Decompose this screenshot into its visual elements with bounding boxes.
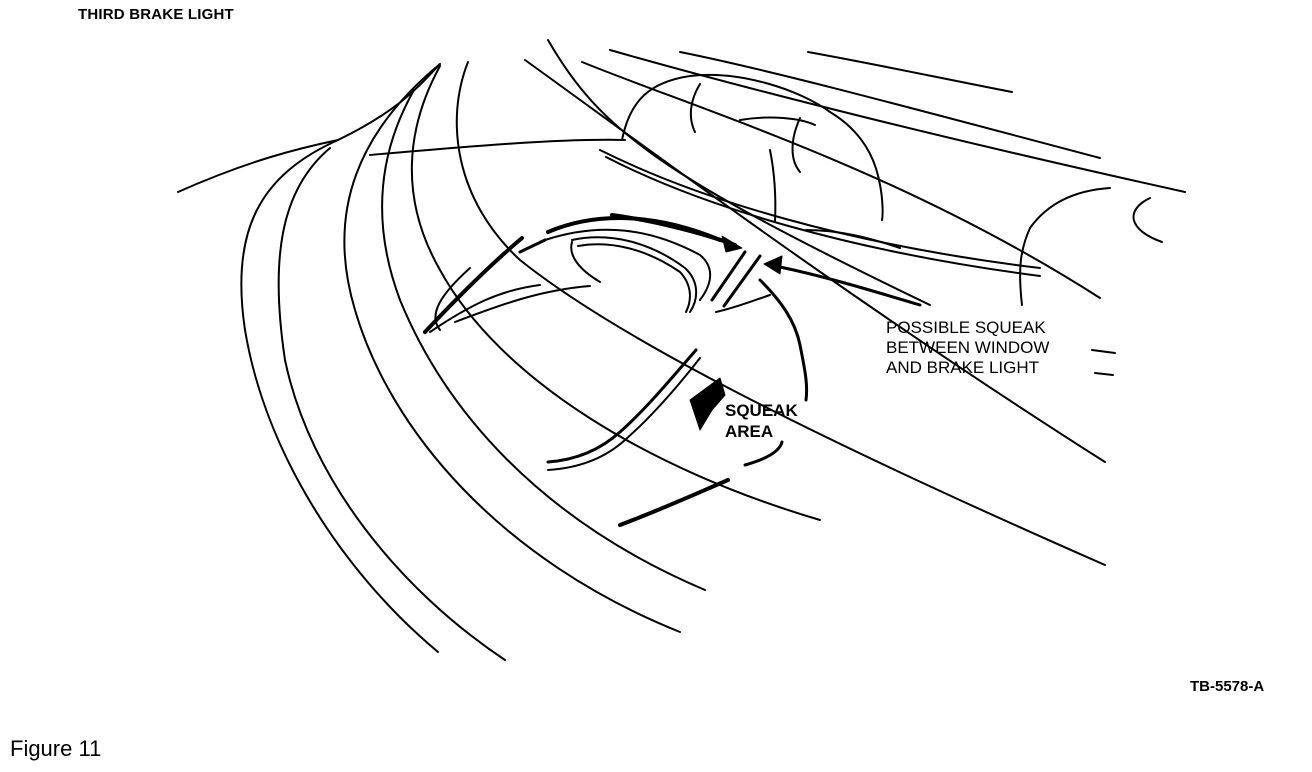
squeak-area-pointer-icon — [689, 377, 726, 431]
brake-light-housing — [423, 216, 809, 527]
leader-dashes — [1091, 349, 1116, 376]
figure-caption: Figure 11 — [10, 736, 102, 761]
drawing-code: TB-5578-A — [1190, 678, 1265, 695]
diagram-title: THIRD BRAKE LIGHT — [78, 6, 234, 23]
gap-hatch-marks — [518, 238, 771, 313]
possible-squeak-callout: POSSIBLE SQUEAK BETWEEN WINDOW AND BRAKE… — [886, 318, 1050, 377]
rear-seat-outline — [599, 73, 1163, 306]
squeak-arrows — [610, 213, 922, 431]
window-glass-curves — [177, 39, 1186, 661]
squeak-area-callout: SQUEAK AREA — [725, 401, 798, 441]
